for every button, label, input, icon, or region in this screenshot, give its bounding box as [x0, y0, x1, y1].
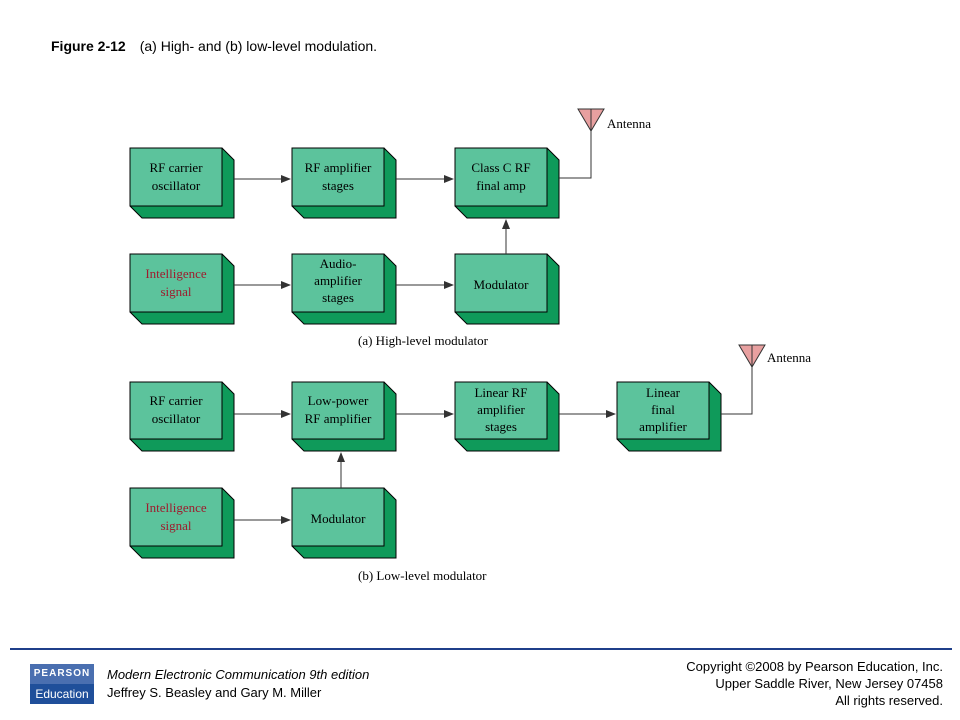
antenna-b-icon	[738, 344, 766, 368]
caption-a: (a) High-level modulator	[358, 333, 489, 348]
block-a-audio-amp-line3: stages	[322, 290, 354, 305]
block-a-audio-amp: Audio- amplifier stages	[291, 253, 397, 325]
block-b-rf-carrier-line2: oscillator	[152, 411, 201, 426]
copyright-line-3: All rights reserved.	[835, 693, 943, 708]
block-b-linear-rf-line2: amplifier	[477, 402, 525, 417]
block-b-rf-carrier: RF carrier oscillator	[129, 381, 235, 452]
block-b-intelligence-line1: Intelligence	[145, 500, 207, 515]
block-b-low-power-line2: RF amplifier	[305, 411, 372, 426]
block-a-rf-carrier-line2: oscillator	[152, 178, 201, 193]
block-b-linear-rf: Linear RF amplifier stages	[454, 381, 560, 452]
block-a-audio-amp-line1: Audio-	[320, 256, 357, 271]
arrows-b	[234, 359, 753, 524]
block-b-linear-final-line2: final	[651, 402, 675, 417]
block-a-audio-amp-line2: amplifier	[314, 273, 362, 288]
block-b-linear-rf-line3: stages	[485, 419, 517, 434]
block-b-intelligence: Intelligence signal	[129, 487, 235, 559]
block-a-rf-amp-line2: stages	[322, 178, 354, 193]
footer-divider	[10, 648, 952, 650]
block-a-class-c-line1: Class C RF	[471, 160, 530, 175]
block-a-modulator-line1: Modulator	[474, 277, 530, 292]
block-b-linear-rf-line1: Linear RF	[474, 385, 527, 400]
book-authors: Jeffrey S. Beasley and Gary M. Miller	[107, 685, 322, 700]
block-a-modulator: Modulator	[454, 253, 560, 325]
antenna-a-label: Antenna	[607, 116, 651, 131]
modulation-diagram: RF carrier oscillator RF amplifier stage…	[129, 108, 811, 583]
pearson-logo: PEARSON Education	[30, 664, 94, 704]
book-info: Modern Electronic Communication 9th edit…	[107, 666, 369, 702]
line-a-to-antenna	[559, 124, 592, 179]
block-b-linear-final: Linear final amplifier	[616, 381, 722, 452]
block-a-intelligence: Intelligence signal	[129, 253, 235, 325]
figure-number: Figure 2-12	[51, 38, 126, 54]
block-b-modulator: Modulator	[291, 487, 397, 559]
figure-caption: (a) High- and (b) low-level modulation.	[139, 38, 378, 54]
antenna-a-icon	[577, 108, 605, 132]
block-a-class-c: Class C RF final amp	[454, 147, 560, 219]
block-a-rf-carrier-line1: RF carrier	[149, 160, 203, 175]
line-b-to-antenna	[721, 359, 753, 415]
logo-top-text: PEARSON	[30, 664, 94, 684]
copyright-line-2: Upper Saddle River, New Jersey 07458	[715, 676, 943, 691]
figure-title: Figure 2-12 (a) High- and (b) low-level m…	[51, 38, 377, 54]
block-a-rf-carrier: RF carrier oscillator	[129, 147, 235, 219]
block-b-intelligence-line2: signal	[160, 518, 191, 533]
block-b-rf-carrier-line1: RF carrier	[149, 393, 203, 408]
caption-b: (b) Low-level modulator	[358, 568, 487, 583]
block-b-linear-final-line3: amplifier	[639, 419, 687, 434]
block-b-low-power: Low-power RF amplifier	[291, 381, 397, 452]
block-a-intelligence-line2: signal	[160, 284, 191, 299]
copyright-info: Copyright ©2008 by Pearson Education, In…	[686, 658, 943, 709]
book-title: Modern Electronic Communication 9th edit…	[107, 667, 370, 682]
block-a-rf-amp: RF amplifier stages	[291, 147, 397, 219]
logo-bottom-text: Education	[30, 684, 94, 704]
block-b-modulator-line1: Modulator	[311, 511, 367, 526]
block-b-low-power-line1: Low-power	[308, 393, 369, 408]
block-b-linear-final-line1: Linear	[646, 385, 681, 400]
copyright-line-1: Copyright ©2008 by Pearson Education, In…	[686, 659, 943, 674]
block-a-class-c-line2: final amp	[476, 178, 525, 193]
arrows-a	[234, 124, 592, 289]
antenna-b-label: Antenna	[767, 350, 811, 365]
block-a-rf-amp-line1: RF amplifier	[305, 160, 372, 175]
block-a-intelligence-line1: Intelligence	[145, 266, 207, 281]
